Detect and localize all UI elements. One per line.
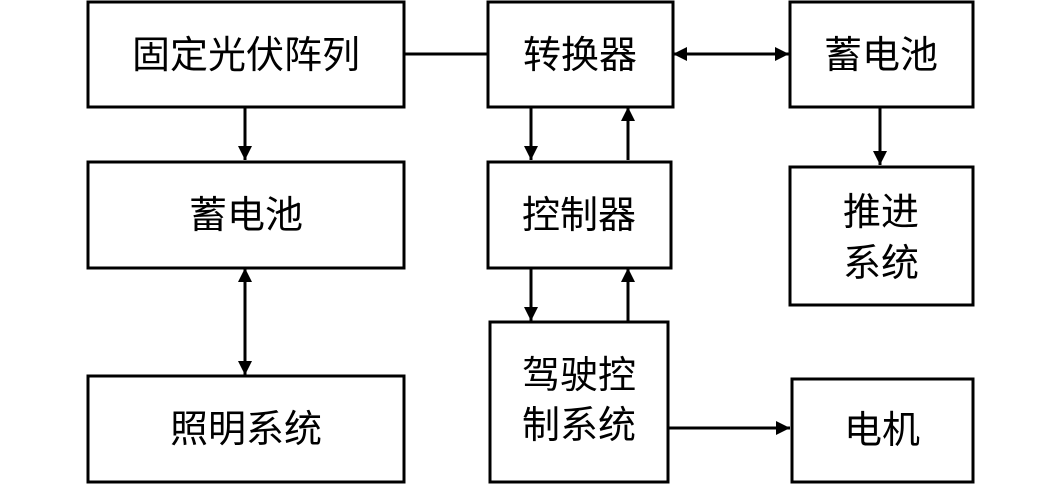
- node-pv-array: 固定光伏阵列: [86, 0, 406, 109]
- node-controller: 控制器: [486, 160, 673, 270]
- node-drive-control-label-line2: 制系统: [522, 403, 636, 447]
- connectors: [238, 47, 887, 435]
- node-drive-control: 驾驶控 制系统: [488, 320, 670, 484]
- node-converter-label: 转换器: [523, 33, 637, 77]
- node-pv-array-label: 固定光伏阵列: [132, 33, 360, 77]
- node-propulsion: 推进 系统: [788, 165, 975, 307]
- node-battery-left-label: 蓄电池: [189, 193, 303, 237]
- node-converter: 转换器: [486, 0, 675, 109]
- node-propulsion-label-line1: 推进: [843, 190, 919, 234]
- node-controller-label: 控制器: [522, 193, 636, 237]
- node-motor-label: 电机: [844, 408, 920, 452]
- node-lighting: 照明系统: [86, 374, 406, 484]
- node-drive-control-label-line1: 驾驶控: [522, 353, 636, 397]
- node-battery-top-label: 蓄电池: [824, 33, 938, 77]
- node-lighting-label: 照明系统: [170, 407, 322, 451]
- node-battery-left: 蓄电池: [86, 160, 406, 270]
- node-motor: 电机: [790, 377, 975, 484]
- node-propulsion-label-line2: 系统: [843, 241, 919, 285]
- node-battery-top: 蓄电池: [788, 0, 975, 109]
